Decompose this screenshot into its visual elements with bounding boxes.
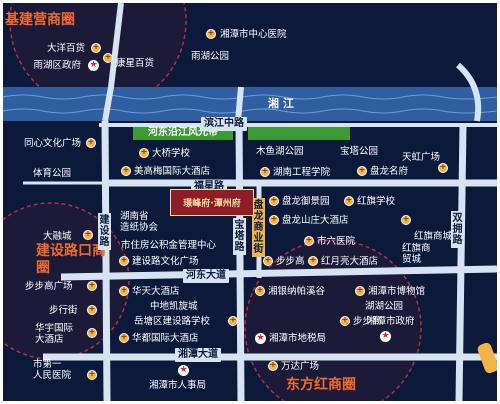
poi-bubugao-2: 步步高	[353, 316, 382, 327]
hospital-icon	[87, 369, 97, 380]
poi-meigaomei: 美高梅国际大酒店	[134, 166, 211, 177]
poi-hongyueliang: 红月亮大酒店	[321, 256, 379, 267]
hotel-icon	[87, 327, 97, 338]
poi-dayang: 大洋百货	[46, 43, 85, 54]
poi-sixth-hospital: 市六医院	[317, 236, 356, 247]
school-icon	[260, 166, 270, 177]
school-icon	[344, 195, 354, 206]
school-icon	[228, 315, 238, 326]
poi-muyuhu: 木鱼湖公园	[256, 146, 304, 157]
poi-hr: 湘潭市人事局	[149, 380, 207, 391]
road-jianshe: 建设路	[98, 213, 111, 250]
road-shuangyong: 双拥路	[451, 211, 464, 248]
residence-icon	[269, 195, 279, 206]
hotel-icon	[269, 214, 279, 225]
poi-hongqi-school: 红旗学校	[357, 196, 396, 207]
residence-icon	[255, 285, 265, 296]
mall-icon	[340, 315, 350, 326]
poi-gelunna: 湘银纳帕溪谷	[268, 286, 326, 297]
poi-central-hospital: 湘潭市中心医院	[220, 29, 287, 40]
mall-icon	[268, 360, 278, 371]
poi-first-hospital: 市第一 人民医院	[33, 359, 72, 381]
hospital-icon	[304, 235, 314, 246]
river-label: 湘 江	[268, 97, 294, 110]
plaza-icon	[87, 280, 97, 291]
hotel-icon	[308, 255, 318, 266]
residence-icon	[357, 165, 367, 176]
plaza-icon	[86, 137, 96, 148]
mall-icon	[91, 42, 101, 53]
gov-icon	[88, 59, 99, 71]
poi-yuhu-gov: 雨湖区政府	[33, 60, 81, 71]
poi-tongxin: 同心文化广场	[23, 138, 81, 149]
poi-jianshe-plaza: 建设路文化广场	[132, 256, 199, 267]
museum-icon	[355, 285, 365, 296]
poi-housing-fund: 市住房公积金管理中心	[121, 240, 217, 251]
gov-icon	[255, 332, 266, 344]
location-map: 基建营商圈 建设路口商圈 东方红商圈 湘 江 河东沿江风光带 滨江中路 福星路 …	[3, 3, 497, 401]
gov-icon	[178, 364, 189, 376]
poi-tax: 湘潭市地税局	[269, 333, 327, 344]
mall-icon	[83, 229, 93, 240]
mall-icon	[103, 52, 113, 63]
poi-huadu: 华都国际大酒店	[132, 333, 199, 344]
poi-panlong-yujing: 盘龙御景园	[282, 196, 330, 207]
road-panlong: 盘龙商业街	[252, 198, 265, 257]
poi-kangxing: 康星百货	[116, 58, 155, 69]
poi-wanda: 万达广场	[281, 361, 320, 372]
poi-zhongdi: 中地凯旋城	[150, 301, 198, 312]
poi-huhu-park: 湖湖公园	[365, 301, 404, 312]
hotel-icon	[119, 332, 129, 343]
poi-hunan-eng: 湖南工程学院	[273, 167, 331, 178]
poi-panlong-hotel: 盘龙山庄大酒店	[282, 215, 349, 226]
district-dongfanghong: 东方红商圈	[286, 377, 356, 393]
poi-panlong-store: 盘龙名府	[370, 166, 409, 177]
mall-icon	[87, 304, 97, 315]
poi-daqiao: 大桥学校	[152, 148, 191, 159]
project-name: 璟峰府·潭州府	[183, 199, 241, 209]
poi-hongqi-mall: 红旗商城	[414, 231, 453, 242]
poi-city-gov: 湘潭市政府	[367, 316, 415, 327]
district-jijianying: 基建营商圈	[5, 12, 75, 28]
poi-huayu: 华宇国际 大酒店	[35, 323, 74, 345]
poi-hongqi-maoyi: 红旗商 贸城	[402, 243, 431, 265]
school-icon	[139, 147, 149, 158]
hotel-icon	[121, 165, 131, 176]
road-xiangtan: 湘潭大道	[175, 348, 221, 362]
poi-tianhong: 天虹广场	[402, 152, 441, 163]
gov-icon	[380, 330, 391, 342]
poi-tiyu: 体育公园	[33, 168, 72, 179]
district-jianshelu: 建设路口商圈	[36, 243, 106, 276]
poi-huatian: 华天大酒店	[132, 286, 180, 297]
hotel-icon	[119, 285, 129, 296]
poi-yuhu-park: 雨湖公园	[191, 51, 230, 62]
project-marker: 璟峰府·潭州府	[170, 189, 254, 216]
road-baota: 宝塔路	[233, 218, 246, 255]
mall-icon	[263, 255, 273, 266]
road-binjiang: 滨江中路	[201, 117, 247, 131]
poi-daronghua: 大融城	[43, 231, 72, 242]
plaza-icon	[438, 162, 448, 173]
poi-museum: 湘潭市博物馆	[368, 286, 426, 297]
plaza-icon	[119, 255, 129, 266]
road-hedong: 河东大道	[183, 269, 229, 283]
poi-hunan-zaozhi: 湖南省 造纸协会	[120, 211, 159, 233]
poi-baota-park: 宝塔公园	[340, 146, 379, 157]
poi-bubugao-plaza: 步步高广场	[25, 281, 73, 292]
poi-buxing: 步行街	[49, 305, 78, 316]
mall-icon	[401, 214, 411, 225]
hospital-icon	[206, 28, 216, 39]
poi-yuetang-school: 岳塘区建设路学校	[134, 316, 211, 327]
poi-bubugao-1: 步步高	[276, 256, 305, 267]
